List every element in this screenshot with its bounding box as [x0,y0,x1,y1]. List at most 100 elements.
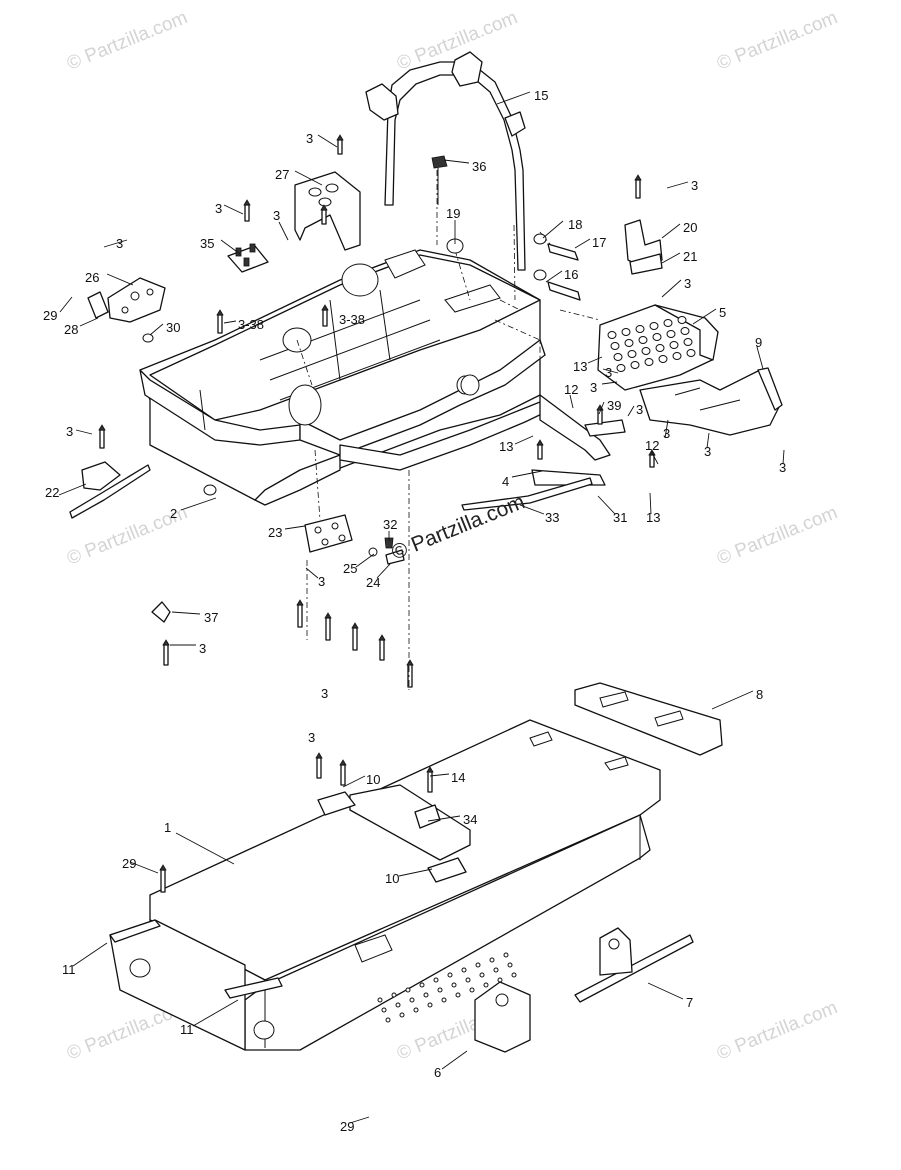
tunnel-hole [441,997,447,1003]
bracket-22 [69,461,151,519]
leader-line [711,690,754,710]
footrest-hole [616,364,626,372]
callout-1: 1 [164,820,171,835]
footrest-hole [610,342,620,350]
leader-line [305,567,319,579]
plate-8 [574,682,723,756]
footrest-hole [663,319,673,327]
callout-36: 36 [472,159,486,174]
callout-3l: 3 [704,444,711,459]
leader-line [650,450,659,465]
rivet-head [243,199,251,206]
tunnel-hole [395,1002,401,1008]
footrest-hole [666,330,676,338]
callout-23: 23 [268,525,282,540]
leader-line [649,492,652,515]
callout-3k: 3 [663,426,670,441]
callout-32: 32 [383,517,397,532]
tunnel-hole [489,957,495,963]
callout-5: 5 [719,305,726,320]
rivet-head [321,304,329,311]
tunnel-hole [461,967,467,973]
callout-12b: 12 [645,438,659,453]
brace-4-33 [461,394,626,511]
tunnel-hole [437,987,443,993]
leader-line [664,419,669,439]
callout-34: 34 [463,812,477,827]
tunnel-hole [447,972,453,978]
leader-line [103,239,128,248]
clip-37 [151,601,171,623]
watermark-text: © Partzilla.com [714,997,841,1064]
rivets-3 [98,134,656,688]
footrest-hole [635,325,645,333]
rivet-head [162,639,170,646]
leader-line [441,1050,468,1070]
callout-4: 4 [502,474,509,489]
footrest-hole [641,347,651,355]
rivet-head [324,612,332,619]
leader-line [79,317,99,327]
footrest-hole [658,355,668,363]
leader-line [598,401,605,415]
leader-line [342,775,366,788]
leader-line [569,394,574,409]
rivet-head [216,309,224,316]
callout-22: 22 [45,485,59,500]
tunnel-hole [465,977,471,983]
rivet [316,757,322,779]
leader-line [223,320,237,324]
leader-line [574,238,591,249]
callout-25: 25 [343,561,357,576]
callout-37: 37 [204,610,218,625]
tunnel-hole [451,982,457,988]
rivet [321,209,327,225]
rivet-head [536,439,544,446]
footrest-hole [686,349,696,357]
footrest-hole [627,350,637,358]
tunnel-hole [399,1012,405,1018]
rivet-head [339,759,347,766]
rivet [160,869,166,893]
leader-line [429,773,450,777]
callout-29c: 29 [340,1119,354,1134]
callout-14: 14 [451,770,465,785]
callout-3m: 3 [779,460,786,475]
front-bulkhead-frame [139,249,551,506]
bracket-7 [574,927,694,1003]
leader-line [223,204,244,215]
leader-line [587,356,603,364]
tunnel-hole [423,992,429,998]
footrest-hole [669,341,679,349]
rivets-lower [159,752,434,893]
callout-3n: 3 [318,574,325,589]
leader-line [376,562,392,579]
callout-20: 20 [683,220,697,235]
tunnel-hole [405,987,411,993]
leader-line [597,495,616,515]
footrest-hole [638,336,648,344]
callout-3i: 3 [636,402,643,417]
rivet-head [351,622,359,629]
rivet-head [159,864,167,871]
footrest-hole [672,352,682,360]
footrest-hole [607,331,617,339]
leader-line [72,942,108,967]
footrest-hole [683,338,693,346]
callout-2: 2 [170,506,177,521]
rivet [297,604,303,628]
leader-line [149,323,164,336]
callout-3b: 3 [691,178,698,193]
callout-3p: 3 [321,686,328,701]
leader-line [706,432,710,449]
callout-7: 7 [686,995,693,1010]
rivet-head [378,634,386,641]
leader-line [398,868,433,877]
callout-3-38b: 3-38 [339,312,365,327]
callout-13c: 13 [646,510,660,525]
tunnel-hole [493,967,499,973]
callout-16: 16 [564,267,578,282]
leader-line [171,611,201,615]
leader-line [496,91,531,105]
